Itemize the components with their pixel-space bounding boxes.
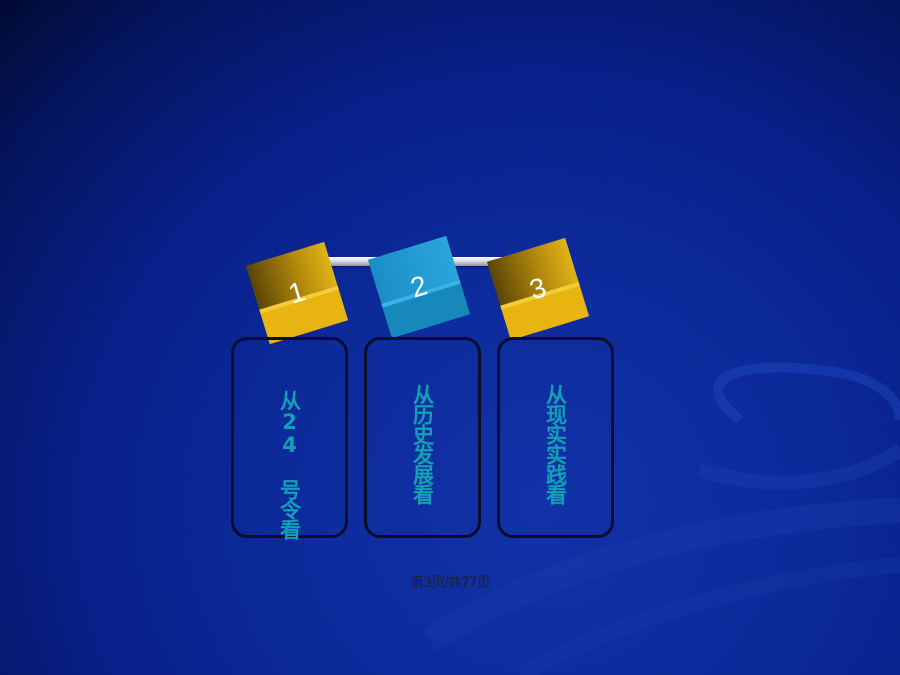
page-number-footer: 第3页/共77页 <box>410 575 490 591</box>
step-2-label: 从历史发展看 <box>410 384 435 504</box>
connector-1-2 <box>325 257 403 266</box>
connector-2-3 <box>447 257 515 266</box>
step-1-label: 从24 号令看 <box>277 390 302 539</box>
step-2-card: 从历史发展看 <box>364 337 481 538</box>
step-3-label: 从现实实践看 <box>543 384 568 504</box>
step-3-card: 从现实实践看 <box>497 337 614 538</box>
step-1-card: 从24 号令看 <box>231 337 348 539</box>
